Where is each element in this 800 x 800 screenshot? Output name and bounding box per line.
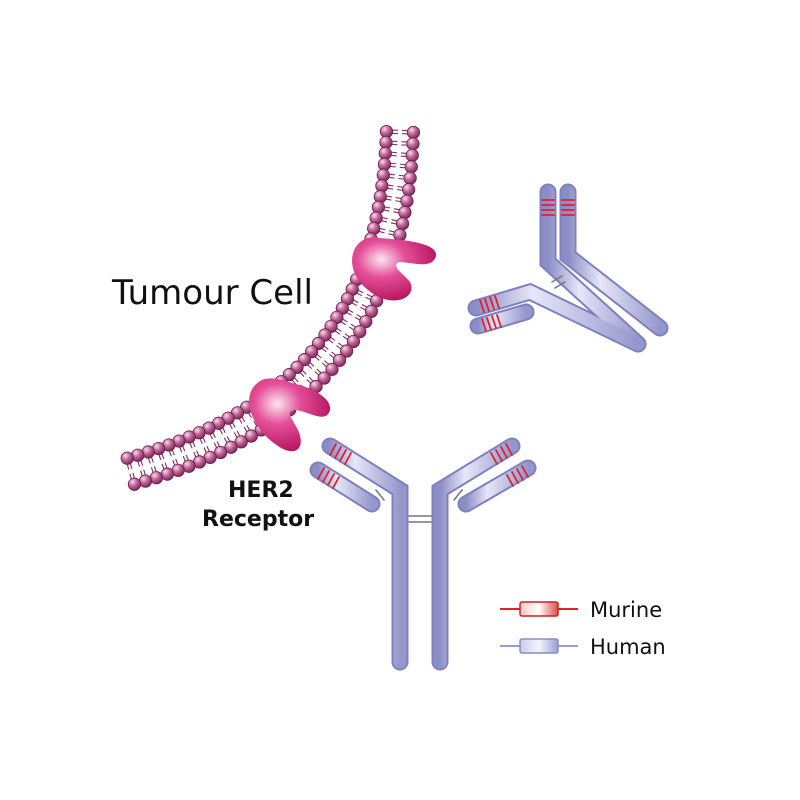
lipid-head <box>405 148 419 162</box>
lipid-head <box>404 160 418 174</box>
lipid-head <box>340 344 354 358</box>
lipid-head <box>224 440 238 454</box>
tumour-cell-label: Tumour Cell <box>111 273 313 313</box>
lipid-head <box>371 200 385 214</box>
lipid-head <box>378 146 392 160</box>
legend-item-human: Human <box>500 635 666 659</box>
lipid-head <box>400 194 414 208</box>
legend-item-murine: Murine <box>500 598 662 622</box>
lipid-head <box>377 157 392 171</box>
her2-label-line1: HER2 <box>228 478 294 503</box>
lipid-head <box>376 168 390 182</box>
lipid-head <box>373 190 387 204</box>
lipid-head <box>403 171 417 185</box>
her2-receptor-upper <box>352 237 437 301</box>
lipid-head <box>398 205 412 220</box>
lipid-head <box>379 124 394 139</box>
lipid-head <box>244 429 258 443</box>
lipid-head <box>395 217 410 231</box>
lipid-head <box>149 471 164 485</box>
antibody-free <box>467 183 669 353</box>
legend-label-murine: Murine <box>590 598 662 622</box>
legend-label-human: Human <box>590 635 666 659</box>
lipid-head <box>160 467 174 481</box>
lipid-head <box>406 125 421 140</box>
lipid-head <box>138 474 153 488</box>
her2-label-line2: Receptor <box>202 507 314 532</box>
lipid-head <box>325 362 339 376</box>
lipid-head <box>346 334 361 349</box>
lipid-head <box>379 135 393 150</box>
her2-receptor-lower <box>249 378 331 452</box>
lipid-head <box>332 353 347 367</box>
legend: Murine Human <box>500 598 666 659</box>
lipid-head <box>353 324 367 339</box>
lipid-head <box>317 371 331 385</box>
lipid-head <box>364 304 378 318</box>
lipid-head <box>120 451 134 465</box>
lipid-head <box>127 477 142 491</box>
antibody-bound <box>309 437 537 671</box>
lipid-head <box>402 183 416 197</box>
lipid-head <box>234 435 248 449</box>
lipid-head <box>359 314 373 329</box>
lipid-head <box>406 137 420 151</box>
